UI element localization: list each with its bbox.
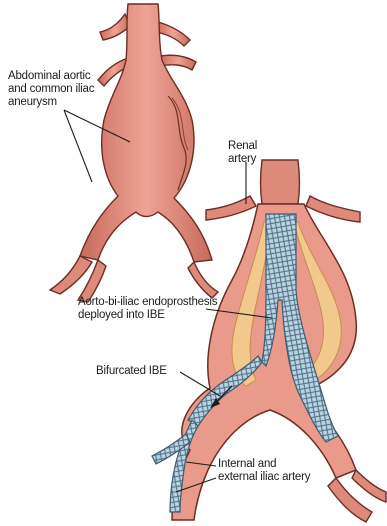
label-renal-artery: Renal artery bbox=[228, 140, 288, 166]
label-aneurysm: Abdominal aortic and common iliac aneury… bbox=[8, 70, 148, 109]
aneurysm-figure bbox=[80, 4, 212, 262]
label-bifurcated-ibe: Bifurcated IBE bbox=[96, 365, 186, 378]
label-iliac-artery: Internal and external iliac artery bbox=[218, 458, 338, 484]
upper-left-branch bbox=[100, 14, 130, 40]
label-endoprosthesis: Aorto-bi-iliac endoprosthesis deployed i… bbox=[78, 296, 228, 322]
upper-right-branch bbox=[156, 22, 190, 46]
aneurysm-sac bbox=[80, 4, 212, 262]
